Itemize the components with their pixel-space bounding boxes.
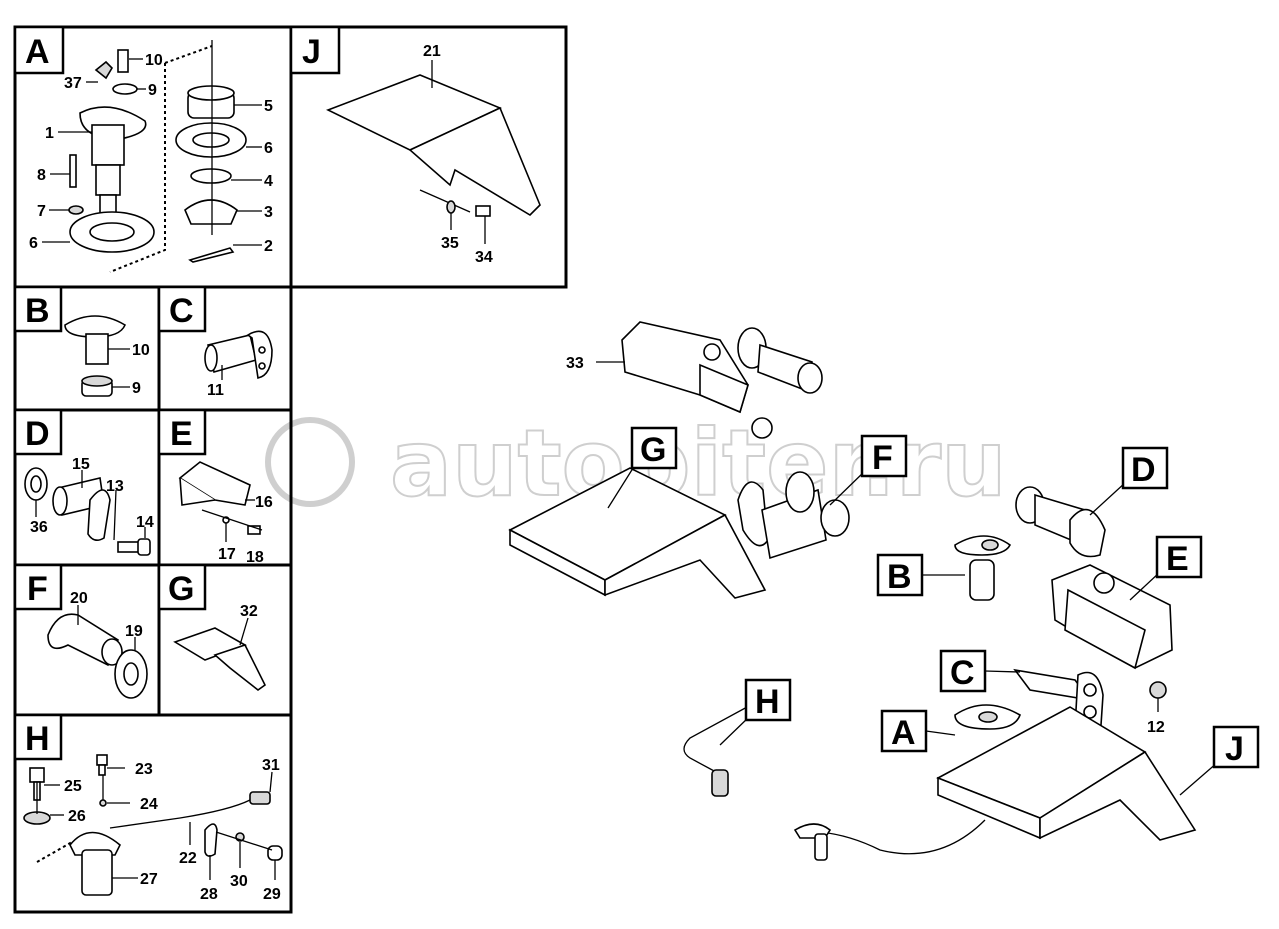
svg-text:F: F xyxy=(872,439,893,477)
callout-H: H xyxy=(719,678,792,746)
panel-G-labels: 32 xyxy=(240,603,258,620)
panel-letter-E: E xyxy=(157,408,207,456)
svg-text:10: 10 xyxy=(132,342,150,359)
svg-text:C: C xyxy=(169,292,194,330)
svg-text:H: H xyxy=(755,683,780,721)
svg-text:3: 3 xyxy=(264,204,273,221)
panel-D-labels: 15 13 36 14 xyxy=(30,456,154,536)
panel-letter-A: A xyxy=(13,25,65,75)
svg-text:36: 36 xyxy=(30,519,48,536)
panel-letter-F: F xyxy=(13,563,63,611)
svg-text:E: E xyxy=(1166,540,1189,578)
svg-text:D: D xyxy=(1131,451,1156,489)
svg-text:D: D xyxy=(25,415,50,453)
panel-letter-G: G xyxy=(157,563,207,611)
svg-text:35: 35 xyxy=(441,235,459,252)
svg-text:B: B xyxy=(887,558,912,596)
svg-text:25: 25 xyxy=(64,778,82,795)
svg-text:19: 19 xyxy=(125,623,143,640)
overview-labels: 33 12 xyxy=(566,355,1165,736)
panel-H-labels: 23 31 25 24 26 22 27 28 30 29 xyxy=(44,757,281,903)
svg-text:C: C xyxy=(950,654,975,692)
svg-text:A: A xyxy=(25,33,50,71)
panel-J-labels: 21 35 34 xyxy=(423,43,493,266)
svg-text:26: 26 xyxy=(68,808,86,825)
panel-letter-D: D xyxy=(13,408,63,456)
svg-text:9: 9 xyxy=(132,380,141,397)
svg-text:1: 1 xyxy=(45,125,54,142)
svg-text:2: 2 xyxy=(264,238,273,255)
svg-text:20: 20 xyxy=(70,590,88,607)
panel-D-drawing xyxy=(24,467,151,556)
svg-text:10: 10 xyxy=(145,52,163,69)
panel-letter-H: H xyxy=(13,713,63,761)
svg-text:12: 12 xyxy=(1147,719,1165,736)
svg-text:F: F xyxy=(27,570,48,608)
svg-text:H: H xyxy=(25,720,50,758)
svg-text:A: A xyxy=(891,714,916,752)
svg-text:6: 6 xyxy=(264,140,273,157)
svg-text:9: 9 xyxy=(148,82,157,99)
panel-A-labels: 10 37 9 5 1 6 8 4 7 3 6 2 xyxy=(29,52,273,255)
svg-text:J: J xyxy=(302,33,321,71)
panel-F-drawing xyxy=(47,605,148,699)
svg-text:4: 4 xyxy=(264,173,273,190)
svg-text:14: 14 xyxy=(136,514,154,531)
svg-text:7: 7 xyxy=(37,203,46,220)
panel-A-drawing xyxy=(68,40,247,273)
panel-J-drawing xyxy=(325,60,541,244)
svg-text:13: 13 xyxy=(106,478,124,495)
panel-C-drawing xyxy=(204,330,273,380)
svg-text:5: 5 xyxy=(264,98,273,115)
panel-C-labels: 11 xyxy=(207,382,224,399)
callout-E: E xyxy=(1129,535,1203,601)
callout-J: J xyxy=(1179,725,1260,796)
svg-text:B: B xyxy=(25,292,50,330)
svg-text:G: G xyxy=(640,431,666,469)
svg-text:J: J xyxy=(1225,730,1244,768)
svg-text:21: 21 xyxy=(423,43,441,60)
svg-text:8: 8 xyxy=(37,167,46,184)
svg-text:31: 31 xyxy=(262,757,280,774)
svg-text:34: 34 xyxy=(475,249,493,266)
svg-text:16: 16 xyxy=(255,494,273,511)
svg-text:32: 32 xyxy=(240,603,258,620)
panel-F-labels: 20 19 xyxy=(70,590,143,640)
svg-text:15: 15 xyxy=(72,456,90,473)
svg-text:24: 24 xyxy=(140,796,158,813)
panel-E-labels: 16 17 18 xyxy=(218,494,273,566)
svg-text:G: G xyxy=(168,570,194,608)
callout-B: B xyxy=(876,553,965,597)
svg-text:22: 22 xyxy=(179,850,197,867)
svg-text:11: 11 xyxy=(207,382,224,399)
svg-text:18: 18 xyxy=(246,549,264,566)
svg-text:27: 27 xyxy=(140,871,158,888)
panel-letter-J: J xyxy=(289,25,341,75)
callout-A: A xyxy=(880,709,956,753)
panel-H-drawing xyxy=(23,754,283,896)
svg-text:28: 28 xyxy=(200,886,218,903)
callout-F: F xyxy=(829,434,908,506)
svg-text:30: 30 xyxy=(230,873,248,890)
panel-G-drawing xyxy=(173,617,267,691)
svg-text:37: 37 xyxy=(64,75,82,92)
panel-letter-B: B xyxy=(13,285,63,333)
svg-text:29: 29 xyxy=(263,886,281,903)
svg-text:E: E xyxy=(170,415,193,453)
svg-text:17: 17 xyxy=(218,546,236,563)
panel-B-labels: 10 9 xyxy=(108,342,150,397)
svg-text:6: 6 xyxy=(29,235,38,252)
overview-drawing xyxy=(508,321,1197,861)
svg-text:33: 33 xyxy=(566,355,584,372)
panel-letter-C: C xyxy=(157,285,207,333)
callout-D: D xyxy=(1089,446,1169,516)
panel-B-drawing xyxy=(64,315,127,397)
panel-E-drawing xyxy=(178,461,263,542)
callout-G: G xyxy=(607,426,678,509)
svg-text:23: 23 xyxy=(135,761,153,778)
callout-C: C xyxy=(939,649,1021,693)
